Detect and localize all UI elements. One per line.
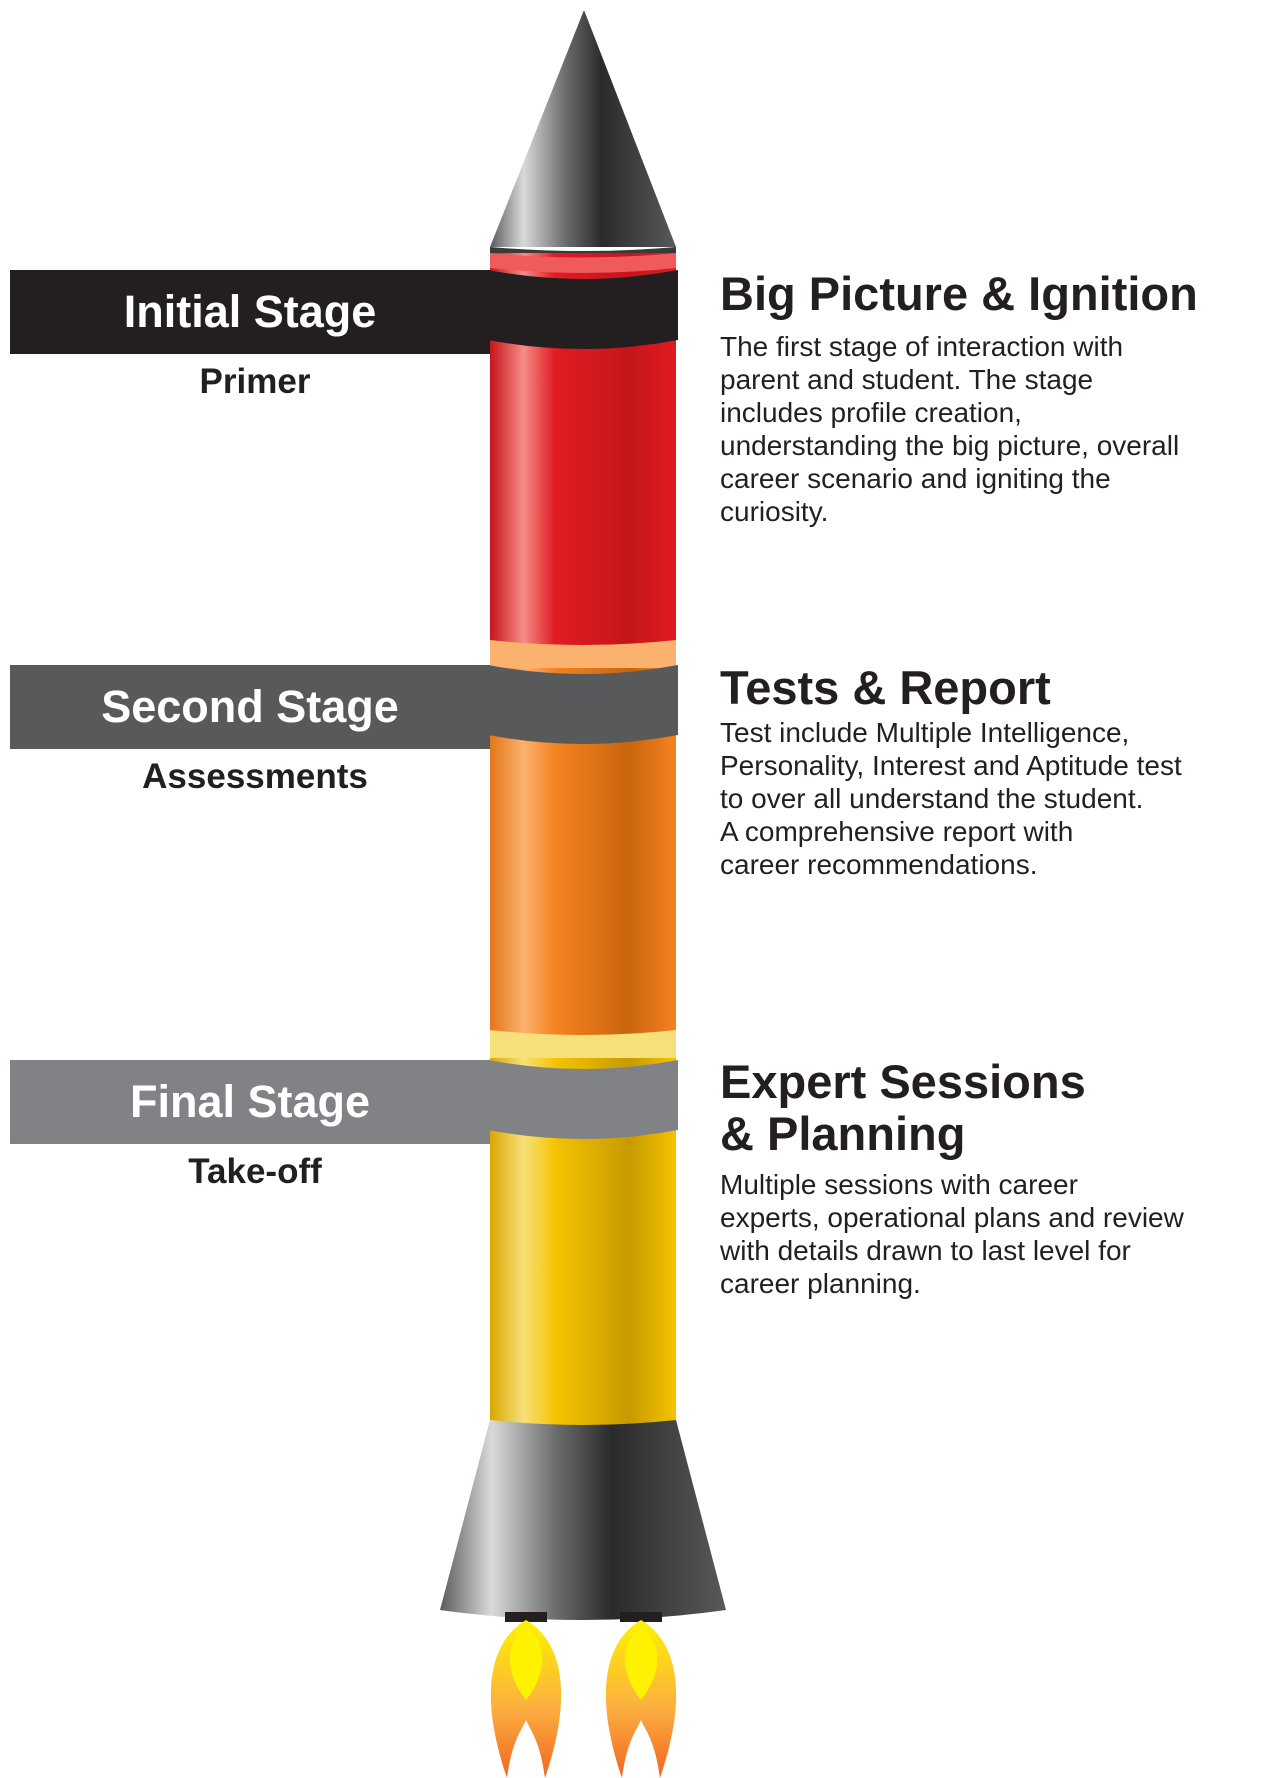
stage-description-initial: The first stage of interaction with pare…: [720, 331, 1180, 527]
stage-band-wrap-second: [488, 665, 678, 744]
stage-band-wrap-initial: [488, 270, 678, 349]
stage-name-second: Second Stage: [101, 681, 399, 732]
stage-name-initial: Initial Stage: [123, 286, 377, 337]
stage-description-final: Multiple sessions with career experts, o…: [720, 1169, 1184, 1299]
stage-banner-final: Final Stage: [10, 1060, 490, 1144]
stage-title-final: Expert Sessions & Planning: [720, 1055, 1086, 1160]
flame-icon: [490, 1620, 562, 1778]
stage-name-final: Final Stage: [129, 1076, 371, 1127]
stage-banner-initial: Initial Stage: [10, 270, 490, 354]
stage-subtitle-second: Assessments: [142, 757, 368, 796]
rocket-nozzle-icon: [440, 1420, 726, 1622]
stage-band-wrap-final: [488, 1060, 678, 1139]
stage-subtitle-initial: Primer: [199, 362, 311, 401]
stage-banner-second: Second Stage: [10, 665, 490, 749]
flame-icon: [605, 1620, 677, 1778]
stage-title-initial: Big Picture & Ignition: [720, 267, 1198, 320]
stage-subtitle-final: Take-off: [188, 1152, 322, 1191]
stage-description-second: Test include Multiple Intelligence, Pers…: [720, 717, 1182, 880]
rocket-nose-icon: [490, 10, 676, 258]
stage-title-second: Tests & Report: [720, 661, 1051, 714]
